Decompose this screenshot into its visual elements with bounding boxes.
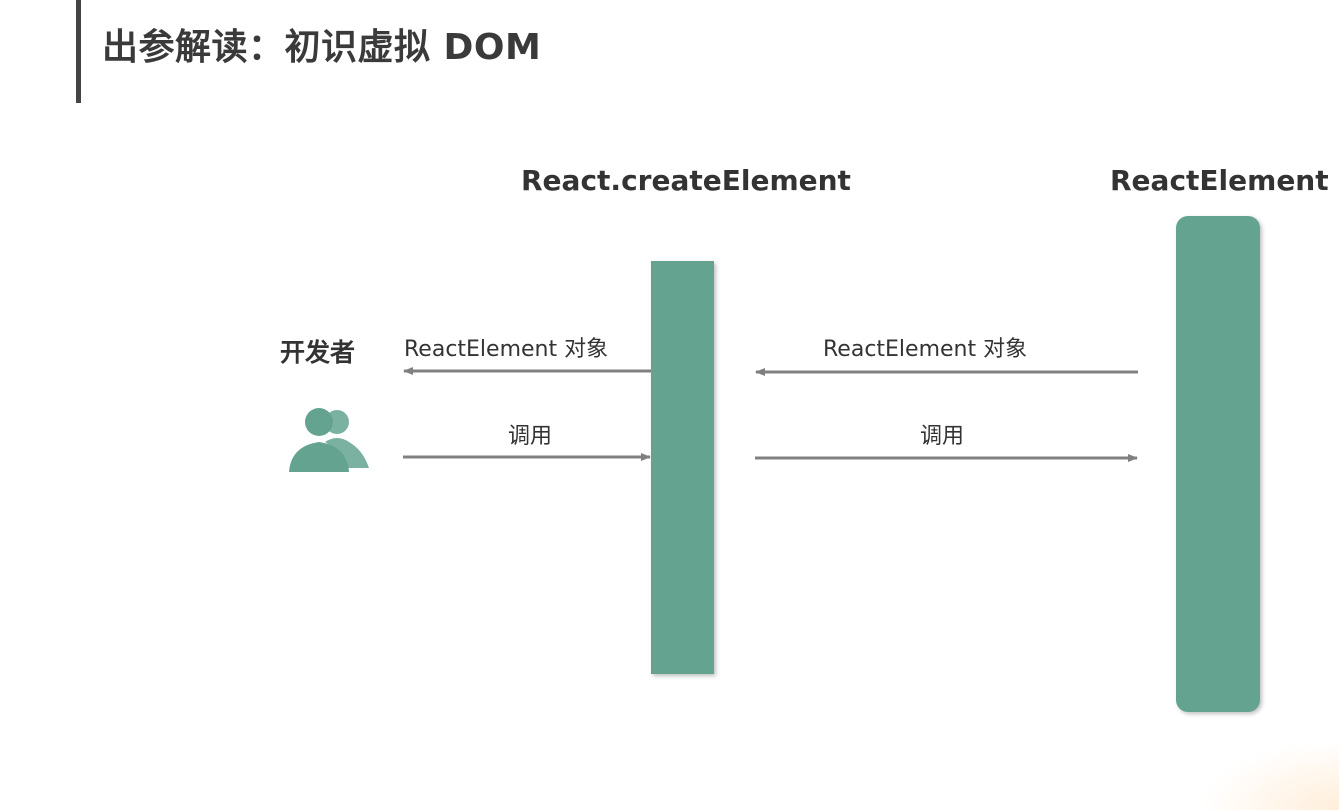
message-label-return-to-actor: ReactElement 对象 — [404, 337, 609, 362]
users-icon — [285, 402, 375, 480]
lifeline-label-react-element: ReactElement — [1110, 164, 1329, 197]
lifeline-react-element — [1176, 216, 1260, 712]
lifeline-label-create-element: React.createElement — [521, 164, 851, 197]
title-accent-bar — [76, 0, 81, 103]
actor-label: 开发者 — [280, 338, 356, 367]
lifeline-create-element — [651, 261, 714, 674]
message-label-return-element: ReactElement 对象 — [823, 337, 1028, 362]
message-label-call-react-element: 调用 — [920, 424, 965, 449]
page-title: 出参解读：初识虚拟 DOM — [102, 27, 542, 68]
message-label-call-create-element: 调用 — [508, 424, 553, 449]
corner-glow — [1199, 740, 1339, 810]
